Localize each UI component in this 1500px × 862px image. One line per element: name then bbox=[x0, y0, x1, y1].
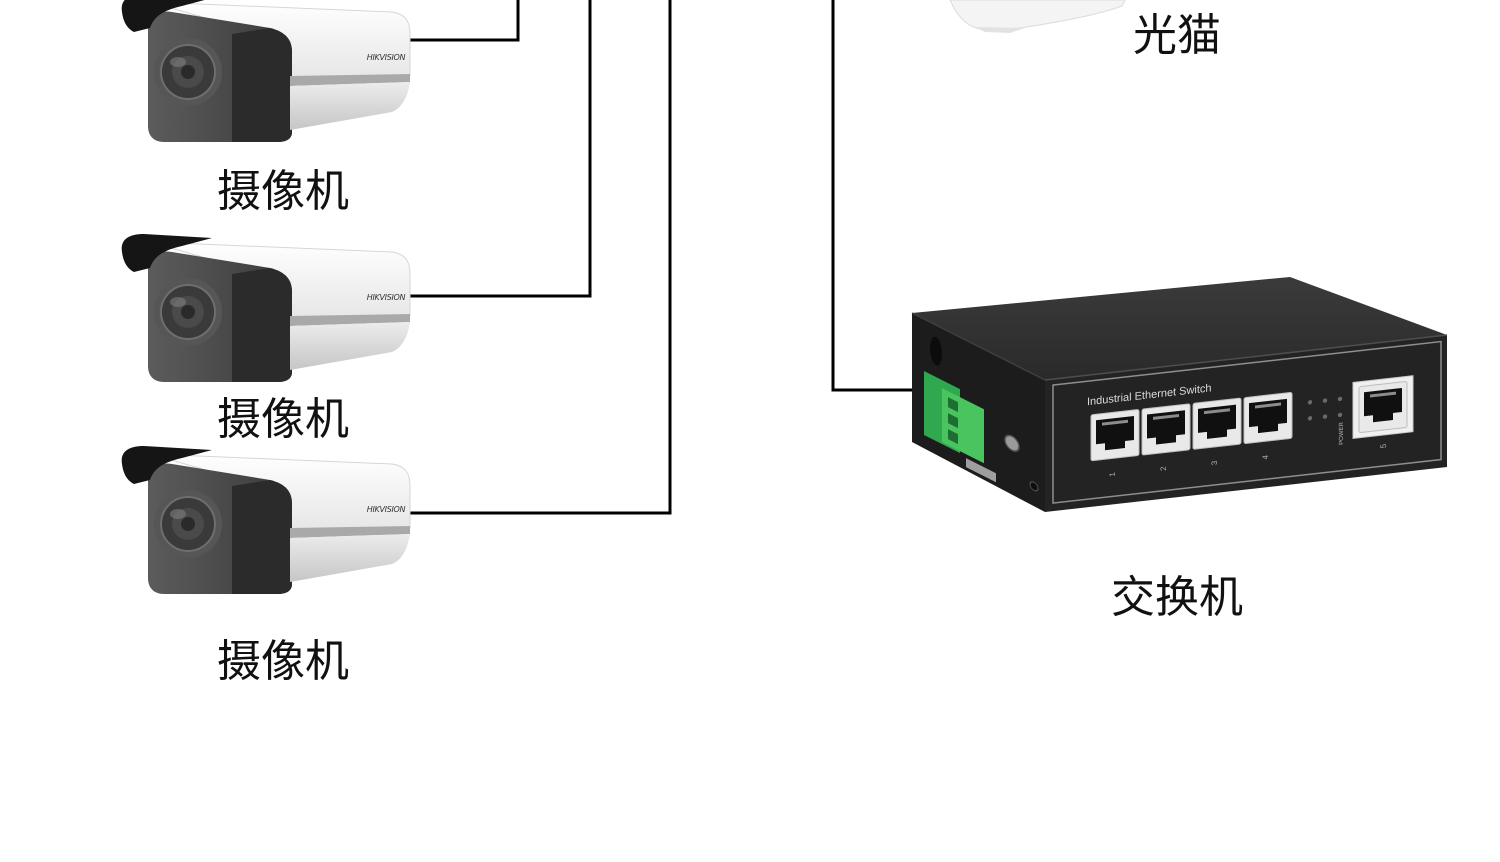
port-5-number: 5 bbox=[1379, 443, 1388, 449]
din-clip-hole bbox=[930, 336, 942, 366]
side-port bbox=[1029, 481, 1039, 492]
camera-1-cable bbox=[410, 0, 520, 42]
camera-2-label: 摄像机 bbox=[217, 394, 349, 445]
ethernet-port-4 bbox=[1243, 391, 1293, 445]
modem-shadow bbox=[975, 27, 1025, 33]
ethernet-switch: Industrial Ethernet Switch 1 2 3 4 POWER… bbox=[911, 277, 1448, 512]
camera-icon bbox=[120, 445, 411, 595]
camera-2-cable bbox=[410, 0, 592, 298]
camera-2: HIKVISION bbox=[120, 233, 411, 383]
led-indicator bbox=[1337, 396, 1343, 402]
ethernet-port-3 bbox=[1192, 397, 1242, 450]
camera-3-label: 摄像机 bbox=[217, 636, 349, 687]
port-4-number: 4 bbox=[1261, 454, 1270, 460]
connection-lines bbox=[410, 0, 914, 515]
camera-brand-logo: HIKVISION bbox=[367, 53, 406, 62]
led-indicator bbox=[1307, 400, 1313, 405]
camera-3-cable bbox=[410, 0, 672, 515]
power-terminal-block bbox=[924, 371, 984, 464]
camera-icon bbox=[120, 233, 411, 383]
switch-edge-highlight bbox=[1044, 334, 1448, 381]
ethernet-port-1 bbox=[1090, 408, 1140, 462]
switch-cable bbox=[831, 0, 914, 392]
led-indicator bbox=[1337, 412, 1343, 418]
ethernet-port-5 bbox=[1358, 380, 1408, 434]
led-indicator bbox=[1322, 414, 1328, 419]
switch-side-panel bbox=[924, 336, 1039, 492]
led-indicator bbox=[1322, 398, 1328, 403]
switch-front-panel: Industrial Ethernet Switch 1 2 3 4 POWER… bbox=[1052, 340, 1442, 504]
modem-label: 光猫 bbox=[1133, 10, 1221, 61]
status-leds bbox=[1307, 396, 1343, 421]
port-3-number: 3 bbox=[1210, 460, 1219, 466]
led-indicator bbox=[1307, 416, 1313, 421]
camera-brand-logo: HIKVISION bbox=[367, 505, 406, 514]
optical-modem bbox=[949, 0, 1126, 33]
switch-top-face bbox=[912, 277, 1447, 380]
switch-edge-highlight bbox=[911, 312, 1046, 381]
ethernet-port-2 bbox=[1141, 403, 1191, 456]
front-panel-border bbox=[1052, 340, 1442, 504]
modem-body bbox=[949, 0, 1126, 31]
camera-icon bbox=[120, 0, 411, 143]
camera-brand-logo: HIKVISION bbox=[367, 293, 406, 302]
camera-3: HIKVISION bbox=[120, 445, 411, 595]
camera-1: HIKVISION bbox=[120, 0, 411, 143]
power-led-label: POWER bbox=[1339, 421, 1345, 445]
camera-1-label: 摄像机 bbox=[217, 166, 349, 217]
port-2-number: 2 bbox=[1159, 465, 1168, 471]
switch-label: 交换机 bbox=[1111, 572, 1243, 623]
side-sticker bbox=[966, 458, 996, 483]
ground-screw-icon bbox=[1004, 434, 1020, 452]
port-1-number: 1 bbox=[1108, 471, 1117, 477]
